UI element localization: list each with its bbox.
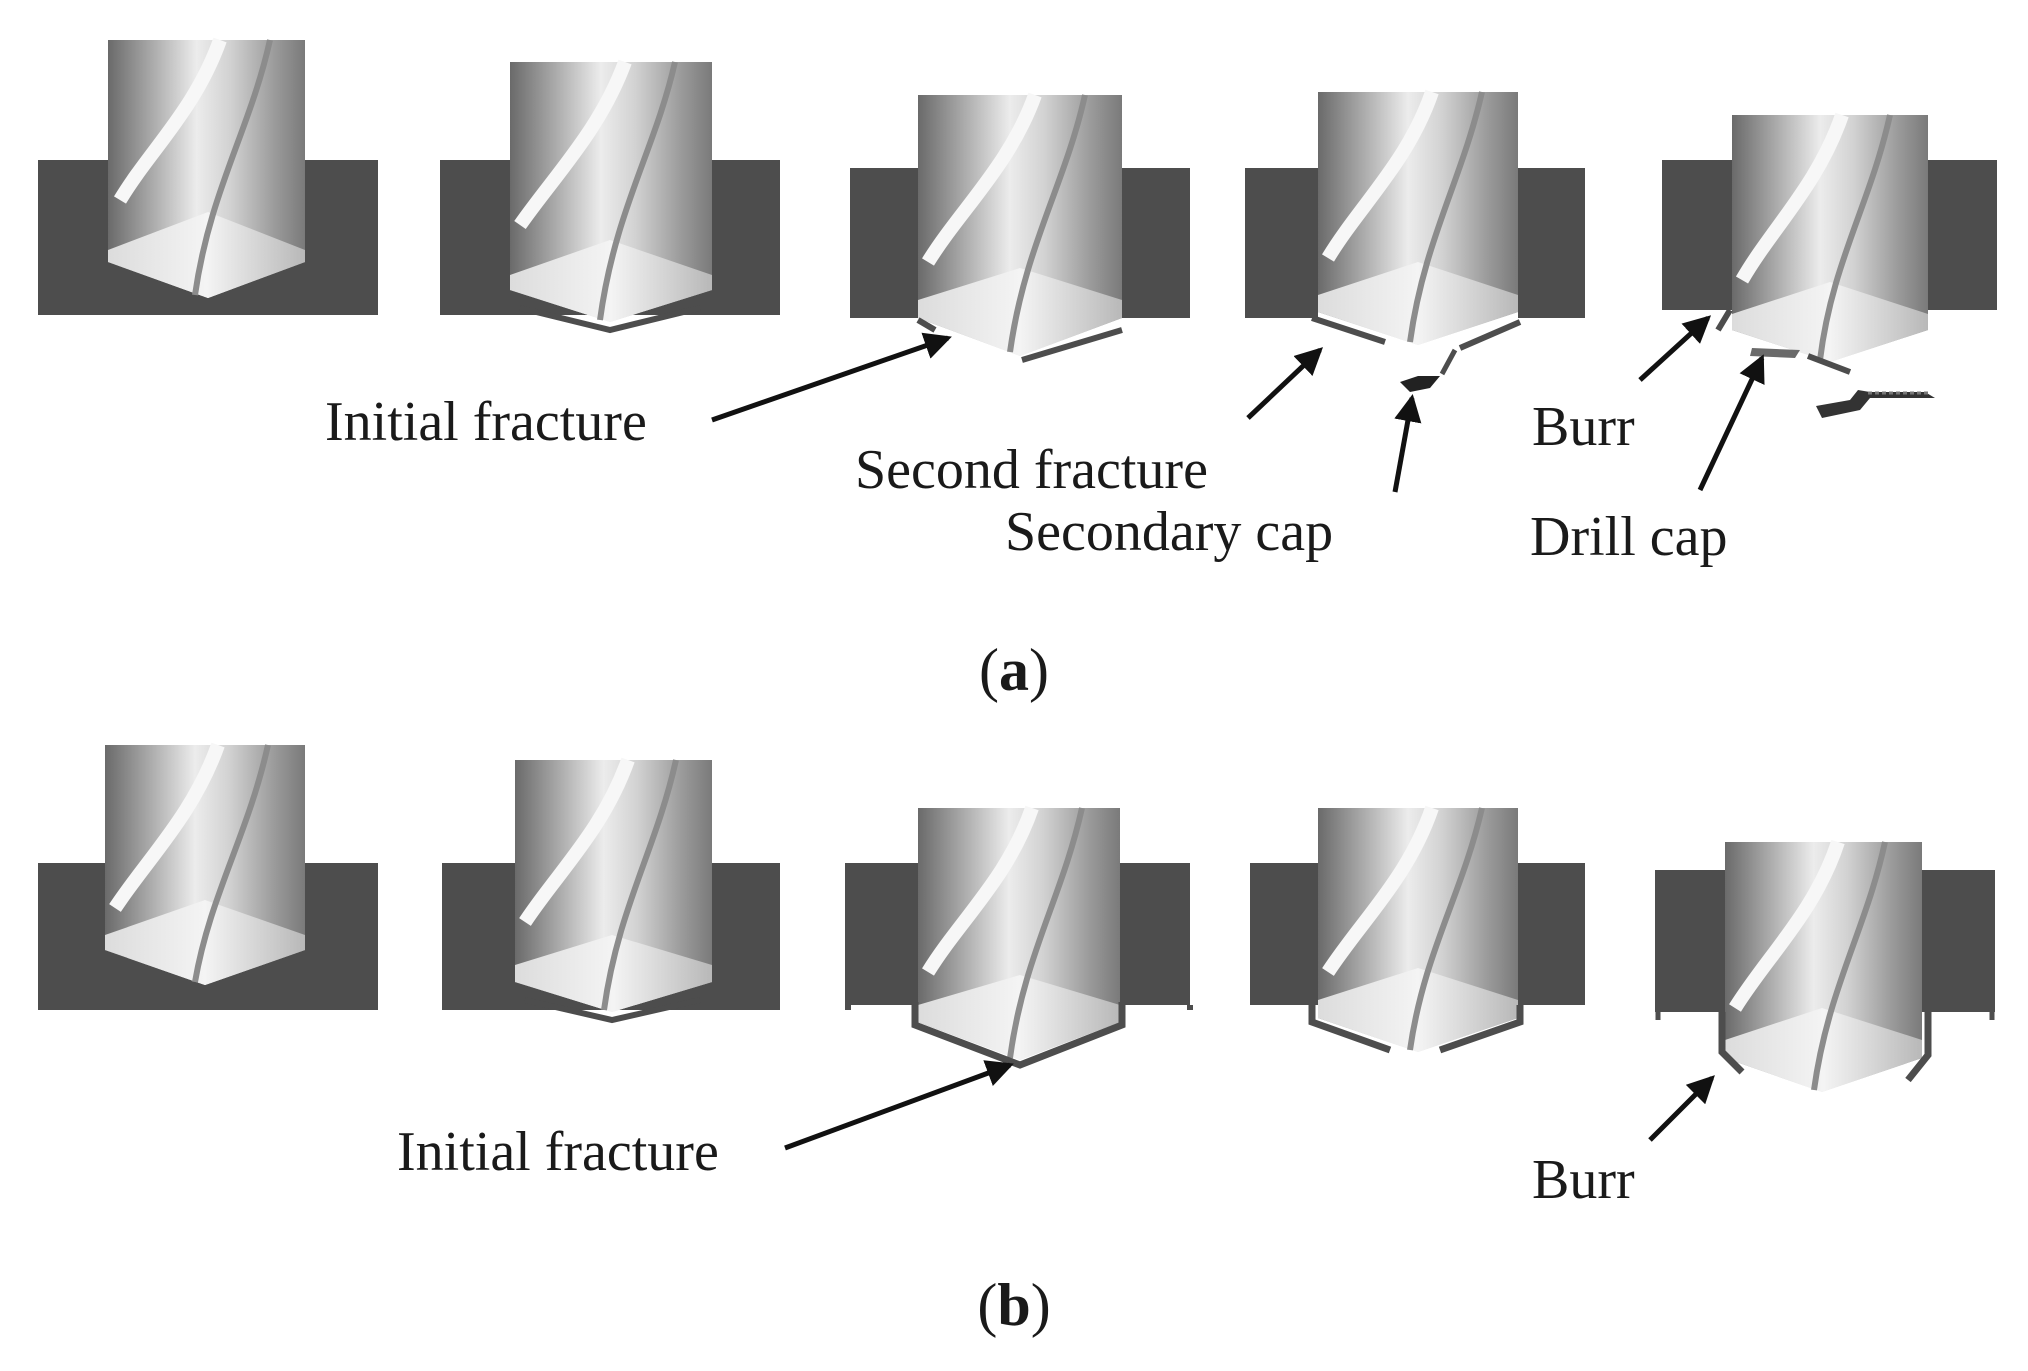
arrow-initial-fracture <box>711 332 952 423</box>
deformed-layer <box>845 1005 1193 1010</box>
panel-a-stage-5 <box>1662 112 1997 418</box>
panel-b-stage-3 <box>845 805 1193 1069</box>
panel-a: Initial fracture Second fracture Seconda… <box>38 37 1997 703</box>
panel-b-annotations: Initial fracture Burr <box>397 1060 1715 1211</box>
panel-b-stage-1 <box>38 742 378 1010</box>
secondary-cap-piece <box>1458 319 1522 351</box>
thin-layer <box>519 305 701 334</box>
fracture-flap <box>1308 1005 1392 1054</box>
secondary-cap-piece <box>1439 348 1458 376</box>
arrow-burr <box>1648 1075 1715 1142</box>
label-burr: Burr <box>1532 396 1635 458</box>
panel-b-label: (b) <box>977 1272 1050 1338</box>
burr <box>1718 1012 1745 1075</box>
panel-a-stage-1 <box>38 37 378 315</box>
drill-bit-icon <box>1732 112 1928 362</box>
drill-bit-icon <box>1318 805 1518 1052</box>
panel-b-stage-4 <box>1250 805 1585 1054</box>
drill-bit-icon <box>918 805 1120 1060</box>
arrow-burr <box>1638 315 1712 382</box>
secondary-cap-piece <box>1400 376 1440 392</box>
panel-b: Initial fracture Burr (b) <box>38 742 1995 1338</box>
arrow-initial-fracture <box>784 1060 1014 1151</box>
label-secondary-cap: Secondary cap <box>1005 501 1333 563</box>
panel-a-annotations: Initial fracture Second fracture Seconda… <box>325 315 1765 568</box>
panel-a-stage-3 <box>850 92 1190 363</box>
label-drill-cap: Drill cap <box>1530 506 1727 568</box>
drill-bit-icon <box>1725 839 1922 1092</box>
panel-b-stage-5 <box>1655 839 1995 1092</box>
arrow-secondary-cap <box>1392 393 1422 493</box>
second-fracture-edge <box>1311 315 1386 345</box>
drill-bit-icon <box>105 742 305 985</box>
workpiece-edge <box>1655 1012 1995 1020</box>
panel-b-stage-2 <box>442 757 780 1024</box>
label-initial-fracture: Initial fracture <box>325 391 647 453</box>
drill-bit-icon <box>918 92 1122 356</box>
panel-a-stage-4 <box>1245 89 1585 392</box>
label-burr: Burr <box>1532 1149 1635 1211</box>
drill-bit-icon <box>510 59 712 322</box>
arrow-drill-cap <box>1697 354 1765 492</box>
burr <box>1715 308 1733 332</box>
fractured-layer <box>916 317 937 333</box>
label-initial-fracture: Initial fracture <box>397 1121 719 1183</box>
drill-cap-piece <box>1816 390 1935 418</box>
drill-bit-icon <box>515 757 712 1012</box>
panel-a-stage-2 <box>440 59 780 334</box>
drill-bit-icon <box>108 37 305 298</box>
deformed-layer <box>911 1002 1126 1069</box>
panel-a-label: (a) <box>979 637 1049 703</box>
burr <box>1905 1012 1932 1083</box>
drill-cap-piece <box>1806 353 1852 375</box>
drill-bit-icon <box>1318 89 1518 345</box>
thin-layer <box>524 997 701 1024</box>
arrow-second-fracture <box>1246 347 1323 420</box>
fractured-layer <box>1021 327 1123 363</box>
fracture-flap <box>1438 1005 1524 1054</box>
label-second-fracture: Second fracture <box>855 439 1208 501</box>
